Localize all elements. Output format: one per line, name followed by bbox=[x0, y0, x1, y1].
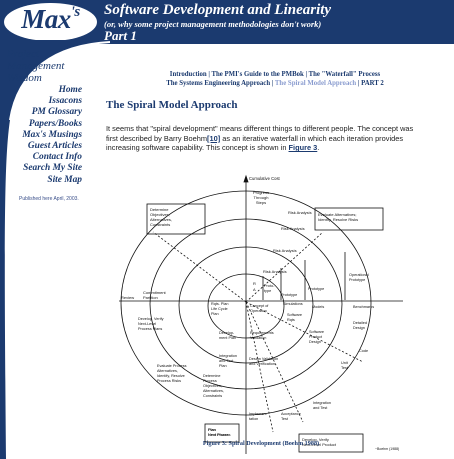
reference-link[interactable]: [10] bbox=[207, 133, 221, 143]
label-code: Code bbox=[359, 349, 368, 353]
intro-text: as an iterative waterfall in which each … bbox=[106, 133, 404, 153]
sidebar-item-pm-glossary[interactable]: PM Glossary bbox=[31, 107, 82, 118]
sidebar-item-papers-books[interactable]: Papers/Books bbox=[28, 118, 82, 129]
sidebar-item-contact-info[interactable]: Contact Info bbox=[32, 152, 82, 163]
intro-paragraph: It seems that "spiral development" means… bbox=[106, 124, 426, 153]
logo-text: Max's bbox=[21, 4, 80, 34]
crumb-introduction[interactable]: Introduction bbox=[169, 71, 207, 78]
site-logo[interactable]: Max's bbox=[4, 3, 97, 41]
sidebar-item-maxs-musings[interactable]: Max's Musings bbox=[22, 129, 82, 140]
sidebar-item-site-map[interactable]: Site Map bbox=[47, 174, 82, 185]
crumb-separator: | bbox=[303, 71, 309, 78]
crumb-separator: | bbox=[270, 79, 275, 87]
sidebar-item-guest-articles[interactable]: Guest Articles bbox=[27, 141, 82, 152]
sidebar-item-search-my-site[interactable]: Search My Site bbox=[23, 163, 82, 174]
label-benchmarks: Benchmarks bbox=[353, 305, 374, 309]
article-title: Software Development and Linearity bbox=[104, 2, 332, 18]
page-title: The Spiral Model Approach bbox=[106, 99, 238, 111]
crumb-spiral-model-current: The Spiral Model Approach bbox=[274, 79, 357, 87]
sidebar-heading: Project Management Wisdom bbox=[7, 48, 64, 84]
label-development-plan: Develop-ment Plan bbox=[219, 331, 236, 340]
sidebar-heading-line: Wisdom bbox=[7, 72, 42, 84]
crumb-systems-engineering[interactable]: The Systems Engineering Approach bbox=[166, 79, 271, 87]
label-risk-analysis: Risk Analysis bbox=[288, 210, 312, 215]
breadcrumb-line: The Systems Engineering Approach | The S… bbox=[120, 80, 430, 89]
crumb-separator: | bbox=[206, 71, 212, 78]
breadcrumb-line: Introduction | The PMI's Guide to the PM… bbox=[120, 71, 430, 80]
label-risk-analysis: Risk Analysis bbox=[281, 226, 305, 231]
label-review: Review bbox=[121, 295, 134, 300]
crumb-waterfall[interactable]: The "Waterfall" Process bbox=[308, 71, 381, 78]
label-cumulative-cost: Cumulative Cost bbox=[249, 176, 281, 181]
article-subtitle: (or, why some project management methodo… bbox=[104, 19, 322, 29]
breadcrumb: Introduction | The PMI's Guide to the PM… bbox=[120, 71, 430, 88]
sidebar-item-home[interactable]: Home bbox=[58, 85, 82, 95]
crumb-pmi-guide[interactable]: The PMI's Guide to the PMBok bbox=[211, 71, 304, 78]
crumb-part-2[interactable]: PART 2 bbox=[361, 79, 384, 87]
label-implementation: Implemen-tation bbox=[249, 412, 268, 421]
intro-text: It seems that "spiral development" means… bbox=[106, 124, 414, 143]
label-prototype-3: Prototype bbox=[308, 287, 324, 291]
crumb-separator: | bbox=[356, 79, 362, 87]
label-evaluate-alternatives: Evaluate Alternatives;Identify, Resolve … bbox=[318, 212, 358, 222]
label-models: Models bbox=[312, 305, 324, 309]
header-banner: Max's Software Development and Linearity… bbox=[0, 0, 454, 44]
label-prototype-1: Proto-type bbox=[264, 284, 275, 293]
label-risk-analysis: Risk Analysis bbox=[273, 248, 297, 253]
figure-link[interactable]: Figure 3 bbox=[288, 143, 318, 153]
sidebar-heading-line: Project bbox=[7, 48, 39, 60]
label-simulations: Simulations bbox=[283, 302, 303, 306]
label-risk-analysis: Risk Analysis bbox=[263, 269, 287, 274]
figure-caption: Figure 3: Spiral Development (Boehm 1988… bbox=[202, 440, 320, 447]
intro-text: . bbox=[317, 143, 320, 153]
figure-credit: ~Boehm (1988) bbox=[375, 447, 399, 451]
sidebar-nav: Home Issacons PM Glossary Papers/Books M… bbox=[0, 85, 82, 186]
sidebar-heading-line: Management bbox=[7, 60, 65, 72]
published-date: Published here April, 2003. bbox=[19, 196, 79, 202]
sidebar-swoosh bbox=[0, 40, 110, 459]
sidebar-item-issacons[interactable]: Issacons bbox=[48, 96, 82, 107]
article-part: Part 1 bbox=[104, 28, 137, 43]
label-prototype-2: Prototype bbox=[281, 293, 297, 297]
